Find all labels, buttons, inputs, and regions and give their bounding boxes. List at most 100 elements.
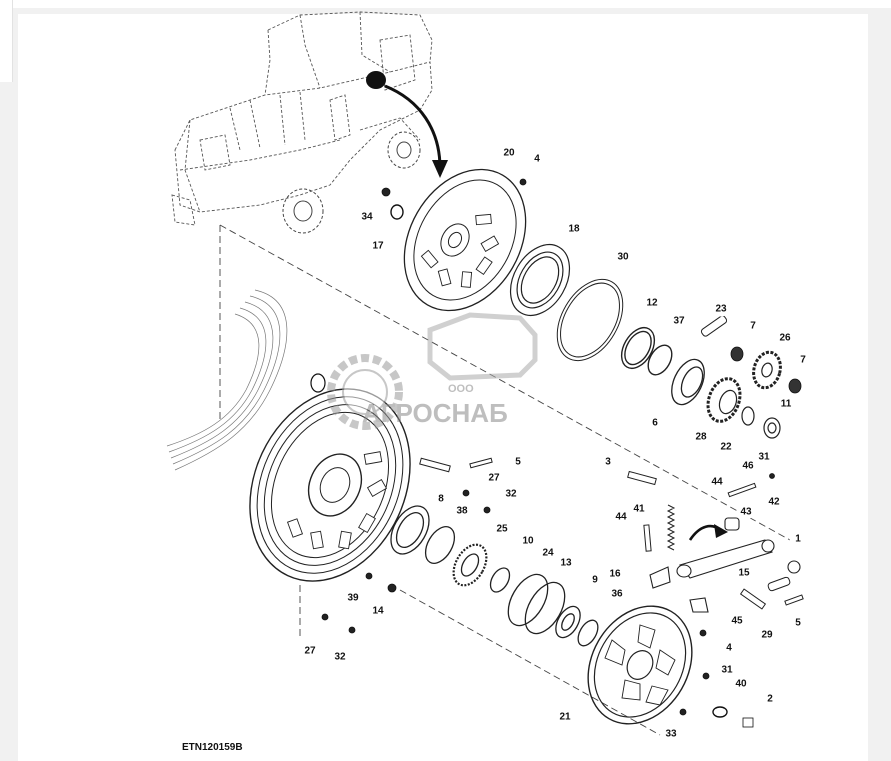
callout-number: 45: [731, 616, 743, 627]
callout-bg: [557, 553, 575, 571]
bearing-6: [671, 358, 705, 406]
callout-bg: [708, 472, 726, 490]
callout-bg: [301, 641, 319, 659]
figure-id: ETN120159B: [182, 742, 243, 753]
callout-number: 18: [568, 224, 580, 235]
callout-17: 17: [369, 236, 387, 254]
callout-bg: [369, 236, 387, 254]
callout-number: 5: [795, 618, 801, 629]
callout-number: 2: [767, 694, 773, 705]
clutch-plate-21: [587, 605, 693, 725]
callout-bg: [614, 247, 632, 265]
callout-1: 1: [789, 529, 807, 547]
callout-13: 13: [557, 553, 575, 571]
pin-23: [700, 315, 728, 337]
window-top-bar: [0, 0, 891, 8]
watermark-brand: АГРОСНАБ: [362, 398, 508, 428]
callout-31: 31: [718, 660, 736, 678]
callout-bg: [556, 707, 574, 725]
callout-number: 16: [609, 569, 621, 580]
callout-number: 43: [740, 507, 752, 518]
callout-number: 25: [496, 524, 508, 535]
callout-bg: [737, 502, 755, 520]
callout-bg: [453, 501, 471, 519]
callout-9: 9: [586, 570, 604, 588]
nuts-7: [730, 346, 802, 394]
diagram-sheet: [18, 14, 868, 761]
callout-number: 4: [726, 643, 732, 654]
callout-number: 44: [711, 477, 723, 488]
callout-bg: [718, 660, 736, 678]
callout-16: 16: [606, 564, 624, 582]
callout-number: 39: [347, 593, 359, 604]
callout-number: 20: [503, 148, 515, 159]
callout-bg: [794, 350, 812, 368]
callout-44: 44: [612, 507, 630, 525]
callout-bg: [485, 468, 503, 486]
callout-bg: [735, 563, 753, 581]
callout-number: 34: [361, 212, 373, 223]
callout-43: 43: [737, 502, 755, 520]
callout-12: 12: [643, 293, 661, 311]
callout-bg: [777, 394, 795, 412]
callout-number: 21: [559, 712, 571, 723]
callout-bg: [608, 584, 626, 602]
callout-number: 1: [795, 534, 801, 545]
callout-number: 10: [522, 536, 534, 547]
callout-bg: [606, 564, 624, 582]
callout-bg: [732, 674, 750, 692]
callout-33: 33: [662, 724, 680, 742]
callout-7: 7: [794, 350, 812, 368]
callout-5: 5: [509, 452, 527, 470]
callout-bg: [789, 529, 807, 547]
side-panel-edge: [0, 0, 13, 82]
callout-number: 46: [742, 461, 754, 472]
gasket-30: [556, 278, 624, 362]
callout-number: 26: [779, 333, 791, 344]
callout-bg: [789, 613, 807, 631]
callout-27: 27: [301, 641, 319, 659]
callout-3: 3: [599, 452, 617, 470]
lever-arrow: [688, 524, 728, 541]
callout-bg: [765, 492, 783, 510]
location-arrow: [384, 84, 448, 178]
watermark-prefix: ООО: [448, 383, 474, 395]
callout-25: 25: [493, 519, 511, 537]
callout-45: 45: [728, 611, 746, 629]
callout-number: 29: [761, 630, 773, 641]
callout-number: 8: [438, 494, 444, 505]
seal-ring-18: [509, 244, 571, 316]
spring-41: [666, 504, 676, 551]
callout-bg: [612, 507, 630, 525]
callout-8: 8: [432, 489, 450, 507]
callout-bg: [761, 689, 779, 707]
callout-number: 23: [715, 304, 727, 315]
clutch-disc-20: [403, 168, 527, 312]
callout-18: 18: [565, 219, 583, 237]
rings-12-37: [620, 327, 673, 376]
callout-bg: [720, 638, 738, 656]
callout-number: 7: [750, 321, 756, 332]
watermark-logo: ООО АГРОСНАБ: [327, 312, 538, 430]
callout-bg: [331, 647, 349, 665]
callout-number: 42: [768, 497, 780, 508]
callout-bg: [646, 413, 664, 431]
callout-bg: [493, 519, 511, 537]
callout-42: 42: [765, 492, 783, 510]
callout-bg: [500, 143, 518, 161]
callout-bg: [744, 316, 762, 334]
location-marker: [366, 71, 386, 89]
callout-23: 23: [712, 299, 730, 317]
callout-number: 27: [304, 646, 316, 657]
bolts: [419, 457, 804, 610]
callout-number: 31: [758, 452, 770, 463]
callout-number: 15: [738, 568, 750, 579]
bushing-11: [763, 417, 781, 439]
callout-number: 3: [605, 457, 611, 468]
callout-number: 36: [611, 589, 623, 600]
disc-20-segments: [420, 213, 500, 288]
callout-37: 37: [670, 311, 688, 329]
callout-bg: [670, 311, 688, 329]
